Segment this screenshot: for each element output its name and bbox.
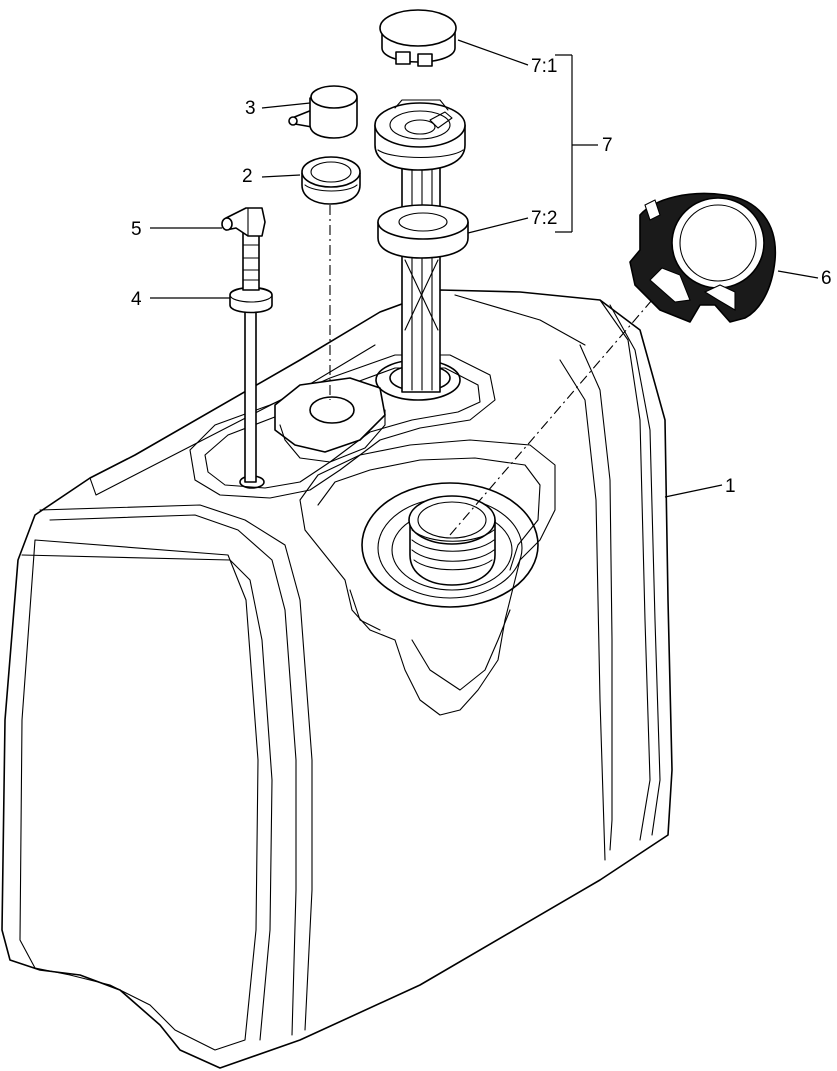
fuel-tank-part: [1, 289, 673, 1069]
callout-5: 5: [131, 219, 142, 240]
elbow-fitting-part: [221, 207, 266, 237]
callout-leaders: [150, 39, 819, 498]
callout-1: 1: [725, 476, 736, 497]
callout-7: 7: [602, 135, 613, 156]
callout-labels: 1 2 3 4 5 6 7 7:1 7:2: [131, 56, 832, 497]
fuel-sender-part: [229, 229, 273, 483]
fuel-cap-part: [629, 192, 777, 323]
callout-3: 3: [245, 98, 256, 119]
fuel-pickup-assembly-part: [374, 99, 469, 393]
callout-2: 2: [242, 166, 253, 187]
vent-cap-part: [288, 85, 358, 139]
callout-4: 4: [131, 289, 142, 310]
grommet-part: [301, 156, 361, 205]
callout-6: 6: [821, 268, 832, 289]
assembly-center-lines: [329, 205, 653, 536]
pickup-cap-part: [379, 9, 457, 67]
callout-7-1: 7:1: [531, 56, 557, 77]
callout-7-2: 7:2: [531, 208, 557, 229]
